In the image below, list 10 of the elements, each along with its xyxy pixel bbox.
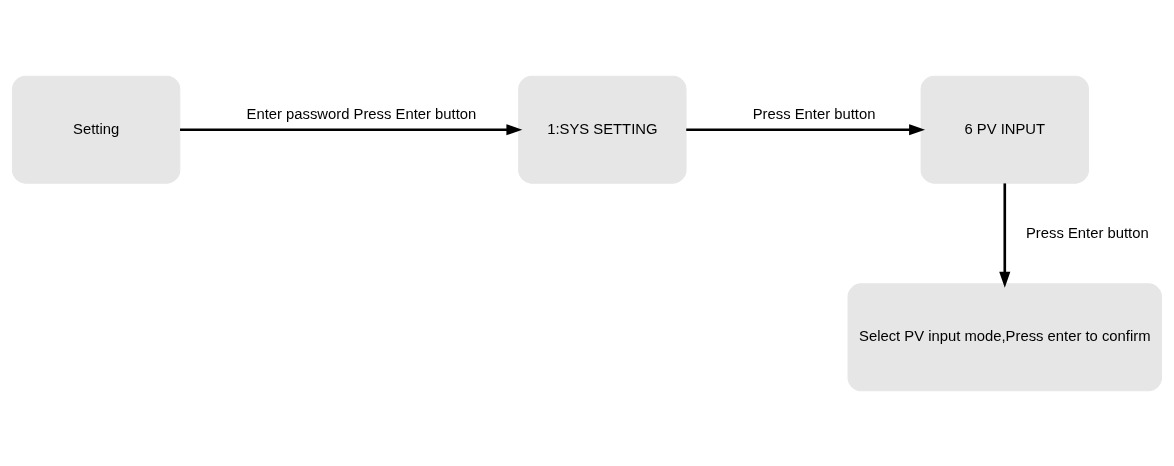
arrow	[180, 123, 523, 135]
edge-label: Enter password Press Enter button	[246, 105, 477, 122]
arrow	[999, 182, 1011, 288]
edge-label: Press Enter button	[1025, 224, 1149, 241]
node-box: Setting	[11, 75, 181, 184]
node-box: 6 PV INPUT	[920, 75, 1089, 184]
node-box: Select PV input mode,Press enter to confirm	[847, 282, 1163, 391]
arrow	[686, 123, 926, 135]
node-box: 1:SYS SETTING	[518, 75, 687, 184]
edge-label: Press Enter button	[752, 105, 876, 122]
